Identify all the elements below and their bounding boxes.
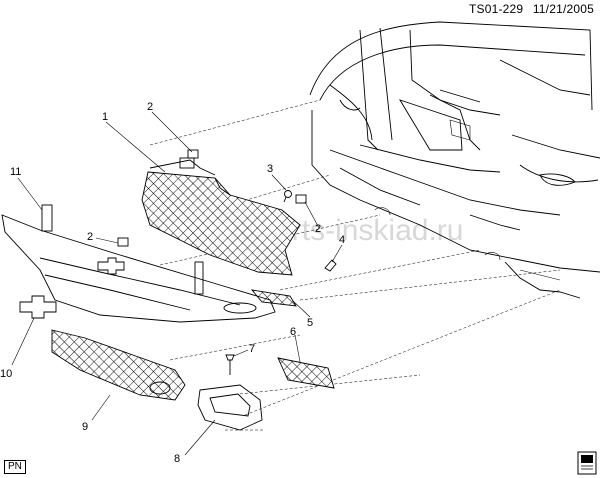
callout-9: 9 <box>82 421 88 433</box>
callout-7: 7 <box>249 343 255 355</box>
callout-2-top: 2 <box>147 101 153 113</box>
part-9-lower-grille <box>51 329 186 401</box>
pn-badge: PN <box>4 460 26 474</box>
part-2-clips <box>117 149 307 247</box>
callout-2-right: 2 <box>315 223 321 235</box>
alignment-lines <box>149 99 561 431</box>
callout-8: 8 <box>174 453 180 465</box>
part-6-fog-insert <box>277 357 335 389</box>
part-10-emblem <box>19 295 57 319</box>
part-1-upper-grille <box>141 157 301 276</box>
part-11-grille-surround <box>1 204 276 323</box>
vehicle-front-end <box>309 21 600 299</box>
drawing-date: 11/21/2005 <box>532 2 594 16</box>
callout-5: 5 <box>307 317 313 329</box>
callout-10: 10 <box>0 368 12 380</box>
part-5-insert <box>250 289 297 307</box>
book-icon <box>577 451 597 475</box>
leader-lines <box>11 111 343 456</box>
part-4-pin <box>324 259 337 272</box>
callout-11: 11 <box>10 166 21 178</box>
callout-6: 6 <box>290 326 296 338</box>
callout-1: 1 <box>102 111 108 123</box>
callout-4: 4 <box>339 234 345 246</box>
part-7-screw <box>225 354 235 375</box>
callout-2-left: 2 <box>87 231 93 243</box>
drawing-header: TS01-229 11/21/2005 <box>469 2 594 16</box>
callout-3: 3 <box>267 163 273 175</box>
part-8-bezel <box>197 384 263 431</box>
drawing-code: TS01-229 <box>468 2 524 16</box>
part-3-fastener <box>283 190 292 203</box>
